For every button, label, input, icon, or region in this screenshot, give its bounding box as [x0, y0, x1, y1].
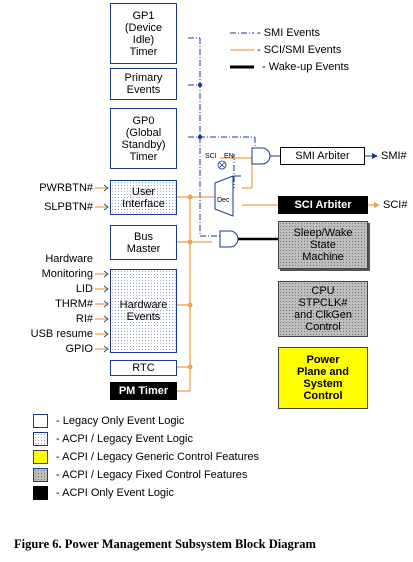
hardware-events-block: Hardware Events [110, 269, 177, 353]
dec-small-label: Dec [217, 197, 230, 204]
legend-fixed-control-label: - ACPI / Legacy Fixed Control Features [56, 469, 248, 481]
sci-small-label: SCI [205, 153, 217, 160]
sci-output-label: SCI# [383, 199, 408, 211]
legend-generic-control-label: - ACPI / Legacy Generic Control Features [56, 451, 259, 463]
legend-legacy-only-swatch [33, 414, 48, 428]
wake-and-gate [219, 230, 239, 248]
gp0-timer-block: GP0 (Global Standby) Timer [110, 108, 177, 169]
usb-resume-input-label: USB resume [30, 328, 93, 340]
user-interface-block: User Interface [110, 180, 177, 215]
sleep-wake-state-machine-block: Sleep/Wake State Machine [278, 221, 368, 269]
hw-monitoring-label-line1: Hardware [45, 253, 93, 265]
pm-timer-block: PM Timer [110, 382, 177, 400]
legend-acpi-only-swatch [33, 486, 48, 500]
rtc-block: RTC [110, 360, 177, 376]
legend-acpi-legacy-event-swatch [33, 432, 48, 446]
slpbtn-input-label: SLPBTN# [44, 201, 93, 213]
hw-monitoring-label-line2: Monitoring [41, 268, 93, 280]
sci-junction-dots [187, 194, 193, 370]
bus-master-block: Bus Master [110, 225, 177, 260]
legend-acpi-only-label: - ACPI Only Event Logic [56, 487, 174, 499]
ri-input-label: RI# [75, 313, 93, 325]
figure-caption: Figure 6. Power Management Subsystem Blo… [14, 537, 316, 551]
cpu-stpclk-control-block: CPU STPCLK# and ClkGen Control [278, 281, 368, 337]
legend-generic-control-swatch [33, 450, 48, 464]
legend-fixed-control-swatch [33, 468, 48, 482]
legend-legacy-only-label: - Legacy Only Event Logic [56, 415, 185, 427]
legend-smi-label: - SMI Events [257, 27, 320, 39]
gpio-input-label: GPIO [65, 343, 93, 355]
smi-arbiter-block: SMI Arbiter [280, 147, 365, 165]
smi-output-label: SMI# [381, 150, 407, 162]
legend-sci-smi-label: - SCI/SMI Events [257, 44, 342, 56]
en-small-label: EN [224, 153, 234, 160]
power-plane-control-block: Power Plane and System Control [278, 347, 368, 409]
thrm-input-label: THRM# [55, 298, 93, 310]
sci-arbiter-block: SCI Arbiter [278, 196, 368, 214]
decoder-shape [214, 175, 234, 217]
smi-junction-dots [197, 82, 203, 140]
legend-acpi-legacy-event-label: - ACPI / Legacy Event Logic [56, 433, 193, 445]
smi-and-gate [251, 147, 271, 165]
lid-input-label: LID [75, 283, 93, 295]
pwrbtn-input-label: PWRBTN# [39, 182, 93, 194]
primary-events-block: Primary Events [110, 68, 177, 100]
legend-wake-label: - Wake-up Events [262, 61, 350, 73]
gp1-timer-block: GP1 (Device Idle) Timer [110, 3, 177, 64]
